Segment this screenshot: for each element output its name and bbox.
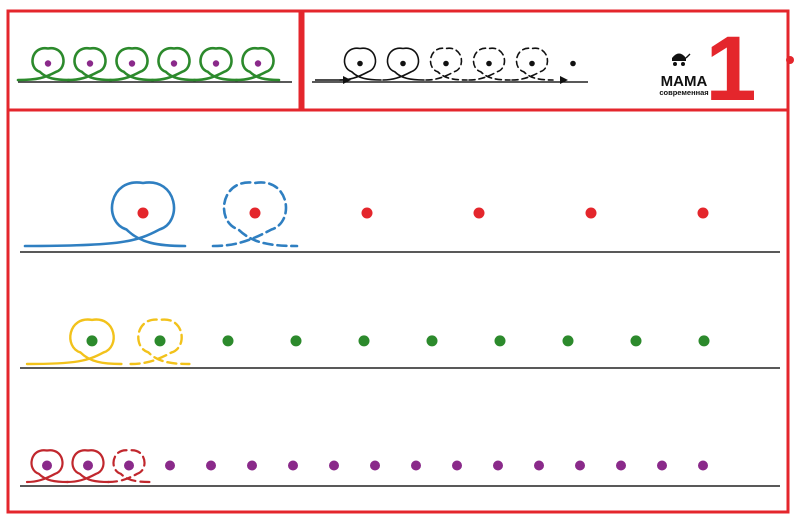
trace-dot bbox=[494, 335, 506, 347]
trace-dot bbox=[206, 460, 216, 471]
trace-dot bbox=[361, 207, 373, 219]
trace-dot bbox=[698, 335, 710, 347]
trace-dot bbox=[222, 335, 234, 347]
trace-dot bbox=[137, 207, 149, 219]
example-right-dot bbox=[486, 60, 492, 67]
example-left-dot bbox=[212, 60, 220, 67]
trace-dot bbox=[657, 460, 667, 471]
example-left-loop bbox=[66, 47, 113, 82]
trace-dot bbox=[630, 335, 642, 347]
trace-dot bbox=[473, 207, 485, 219]
example-left-loop bbox=[150, 47, 197, 82]
example-right-loop bbox=[339, 47, 382, 81]
tracing-row-2 bbox=[25, 318, 710, 366]
example-left-dot bbox=[170, 60, 178, 67]
brand-subtitle: современная bbox=[659, 88, 708, 97]
trace-dot bbox=[247, 460, 257, 471]
writing-baselines bbox=[18, 81, 780, 487]
example-left-dot bbox=[44, 60, 52, 67]
trace-dot bbox=[165, 460, 175, 471]
baby-carriage-icon bbox=[672, 53, 691, 66]
trace-dot bbox=[86, 335, 98, 347]
example-left-loop bbox=[16, 47, 71, 82]
example-right-dot bbox=[570, 60, 576, 67]
trace-loop-solid bbox=[25, 318, 123, 366]
trace-dot bbox=[42, 460, 52, 471]
brand-logo: МАМА современная bbox=[659, 53, 709, 97]
example-right-dot bbox=[529, 60, 535, 67]
tracing-row-3 bbox=[25, 449, 708, 484]
trace-dot bbox=[562, 335, 574, 347]
trace-dot bbox=[452, 460, 462, 471]
trace-dot bbox=[329, 460, 339, 471]
trace-loop-solid bbox=[25, 449, 70, 484]
example-right-loops bbox=[315, 47, 576, 84]
trace-dot bbox=[534, 460, 544, 471]
example-box-left bbox=[6, 9, 302, 112]
trace-dot bbox=[697, 207, 709, 219]
example-right-loop bbox=[382, 47, 425, 81]
outer-frame bbox=[6, 108, 790, 514]
trace-dot bbox=[83, 460, 93, 471]
page-edge-dot bbox=[786, 56, 794, 64]
trace-loop-dashed bbox=[129, 318, 191, 366]
example-left-dot bbox=[86, 60, 94, 67]
tracing-row-1 bbox=[23, 181, 709, 248]
example-left-dot bbox=[254, 60, 262, 67]
trace-loop-dashed bbox=[106, 449, 152, 484]
trace-dot bbox=[290, 335, 302, 347]
trace-loop-solid bbox=[65, 449, 111, 484]
trace-loop-dashed bbox=[211, 181, 299, 248]
example-right-dot bbox=[357, 60, 363, 67]
trace-dot bbox=[154, 335, 166, 347]
example-right-dashed-loop bbox=[511, 47, 554, 81]
arrow-right-icon bbox=[560, 76, 568, 84]
trace-dot bbox=[288, 460, 298, 471]
trace-dot bbox=[585, 207, 597, 219]
example-right-dot bbox=[443, 60, 449, 67]
trace-dot bbox=[124, 460, 134, 471]
example-right-dot bbox=[400, 60, 406, 67]
trace-dot bbox=[426, 335, 438, 347]
trace-dot bbox=[575, 460, 585, 471]
trace-dot bbox=[249, 207, 261, 219]
example-left-loop bbox=[234, 47, 281, 82]
page-number: 1 bbox=[705, 18, 756, 120]
example-left-loops bbox=[16, 47, 281, 82]
trace-dot bbox=[616, 460, 626, 471]
example-right-dashed-loop bbox=[468, 47, 511, 81]
trace-dot bbox=[411, 460, 421, 471]
trace-dot bbox=[493, 460, 503, 471]
brand-name: МАМА bbox=[661, 73, 708, 90]
trace-loop-solid bbox=[23, 181, 187, 248]
trace-dot bbox=[370, 460, 380, 471]
trace-dot bbox=[358, 335, 370, 347]
example-right-dashed-loop bbox=[425, 47, 468, 81]
example-left-loop bbox=[108, 47, 155, 82]
trace-dot bbox=[698, 460, 708, 471]
example-left-dot bbox=[128, 60, 136, 67]
example-left-loop bbox=[192, 47, 239, 82]
